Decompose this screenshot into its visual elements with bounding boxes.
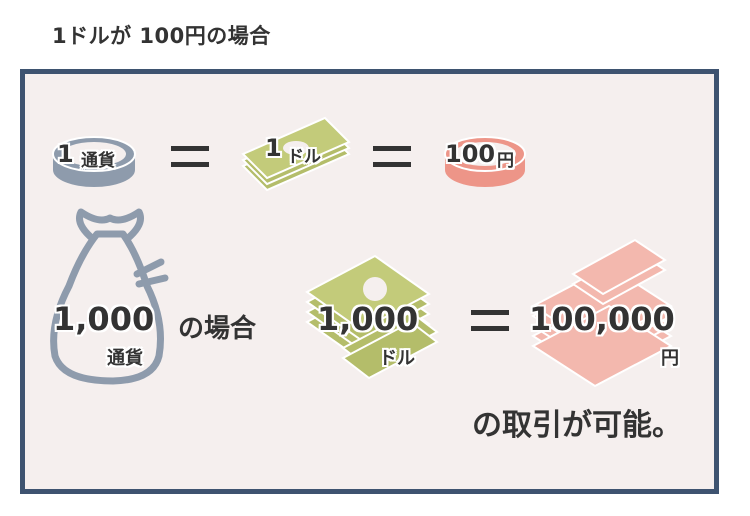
yen-coin-icon: [444, 136, 526, 187]
dollar-unit: ドル: [287, 147, 321, 167]
illustration-art: [50, 116, 673, 388]
dollar-number: 1: [265, 134, 282, 162]
yen-amount-unit: 円: [661, 348, 679, 369]
equals-icon: [171, 146, 209, 167]
currency-coin-icon: [52, 136, 136, 187]
conclusion-text: の取引が可能。: [472, 408, 682, 443]
coin-unit: 通貨: [81, 151, 115, 171]
dollar-bills-icon: [241, 116, 351, 192]
yen-coin-number: 100: [445, 140, 496, 168]
equals-icon: [471, 310, 509, 331]
dollar-bundle-icon: [305, 254, 439, 380]
illustration-panel: 1 通貨 1 ドル 100 円 1,000 通貨 の場合 1,000 ドル 10…: [20, 69, 719, 494]
connector-text: の場合: [178, 314, 257, 344]
yen-coin-unit: 円: [497, 151, 514, 171]
page-heading: 1ドルが 100円の場合: [52, 24, 271, 48]
coin-number: 1: [57, 140, 74, 168]
yen-bundle-icon: [531, 238, 673, 388]
yen-amount: 100,000: [529, 300, 675, 338]
dollar-amount-unit: ドル: [379, 348, 415, 369]
currency-unit: 通貨: [107, 348, 143, 369]
dollar-amount: 1,000: [317, 300, 419, 338]
equals-icon: [373, 146, 411, 167]
money-bag-icon: [50, 208, 169, 385]
currency-amount: 1,000: [53, 300, 155, 338]
